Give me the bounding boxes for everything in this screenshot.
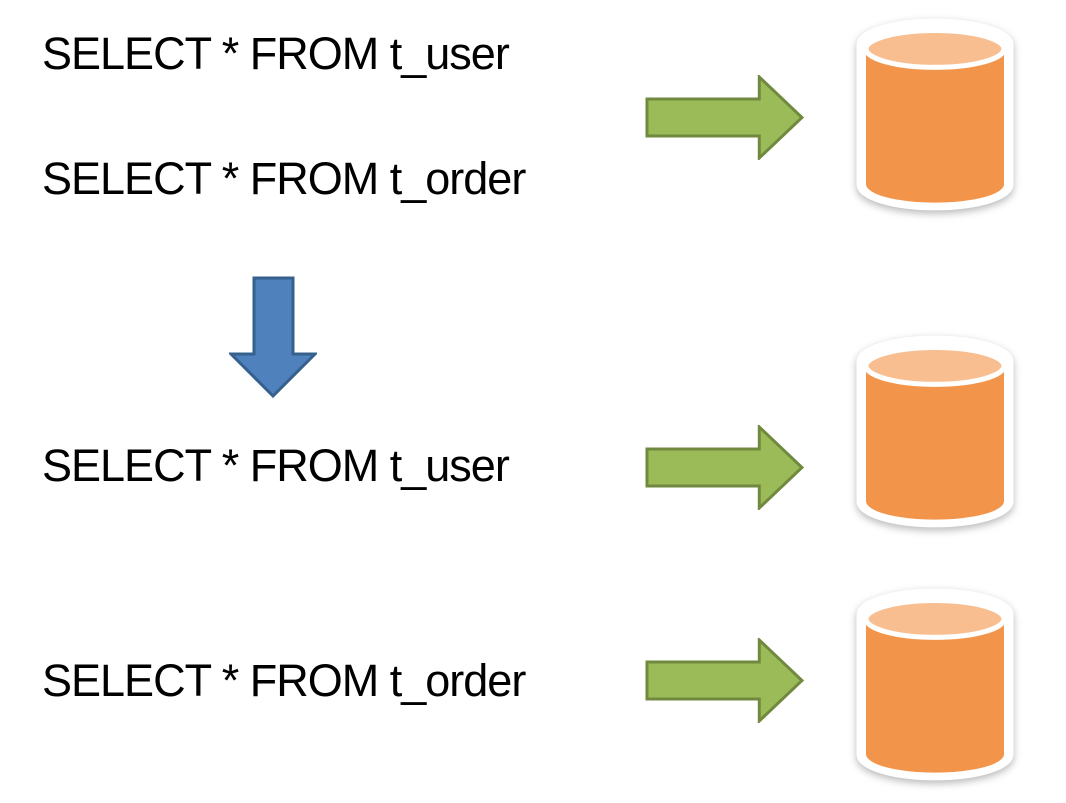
database-body <box>866 48 1004 203</box>
right-arrow-icon <box>645 425 804 510</box>
right-arrow-icon <box>645 638 804 723</box>
right-arrow-shape <box>645 638 804 723</box>
database-body <box>866 365 1004 520</box>
database-icon <box>856 335 1014 528</box>
down-arrow-shape <box>229 276 317 398</box>
right-arrow-shape <box>645 425 804 510</box>
database-top <box>863 597 1007 640</box>
database-icon <box>856 588 1014 781</box>
right-arrow-icon <box>645 75 804 160</box>
sql-query-after-t-user: SELECT * FROM t_user <box>42 440 510 491</box>
database-icon <box>856 18 1014 211</box>
right-arrow-shape <box>645 75 804 160</box>
database-body <box>866 618 1004 773</box>
sql-query-before-t-order: SELECT * FROM t_order <box>42 153 526 204</box>
down-arrow-icon <box>229 276 317 398</box>
sql-query-after-t-order: SELECT * FROM t_order <box>42 655 526 706</box>
sql-query-before-t-user: SELECT * FROM t_user <box>42 28 510 79</box>
database-top <box>863 344 1007 387</box>
database-top <box>863 27 1007 70</box>
